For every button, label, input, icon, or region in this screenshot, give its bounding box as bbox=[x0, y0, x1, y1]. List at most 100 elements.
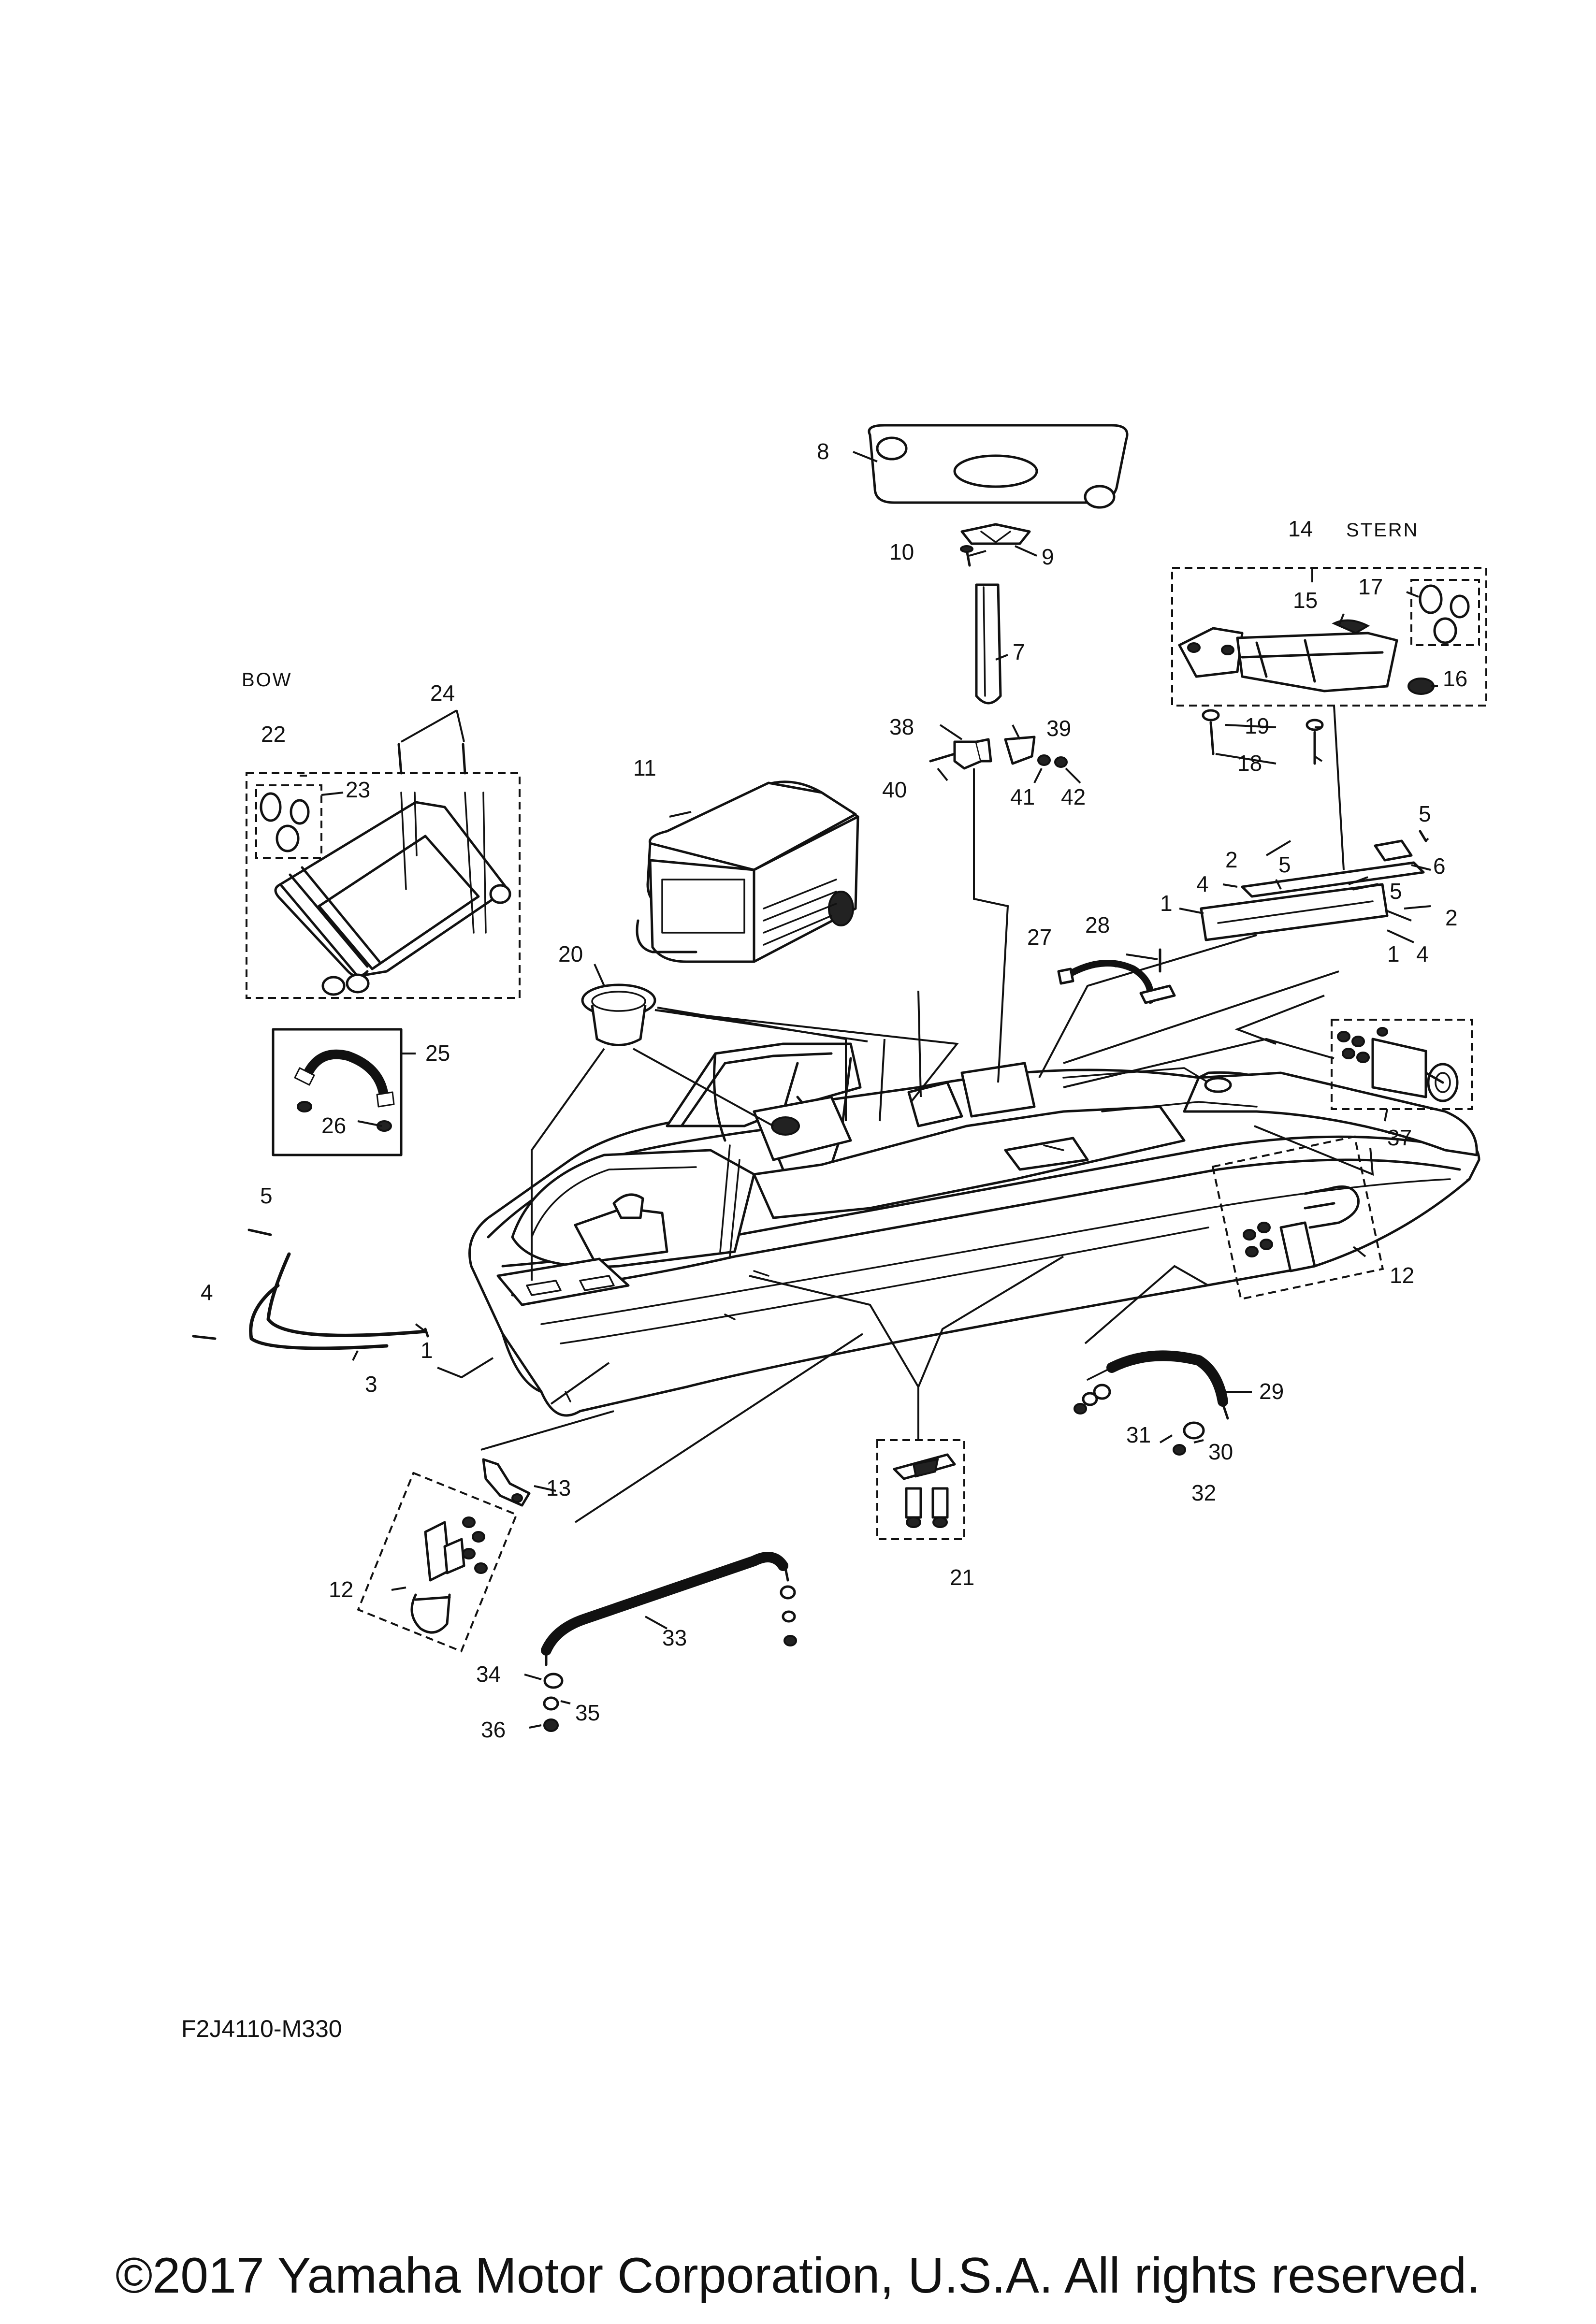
callout-31: 31 bbox=[1126, 1422, 1151, 1447]
part-42-nut bbox=[1054, 756, 1068, 768]
part-12-box-right bbox=[1211, 1135, 1384, 1300]
part-12-eye-left bbox=[410, 1516, 488, 1634]
part-7-table-post bbox=[975, 583, 1002, 705]
bow-label: BOW bbox=[242, 669, 292, 691]
callout-24: 24 bbox=[430, 680, 455, 706]
callout-42: 42 bbox=[1061, 784, 1086, 809]
part-17-cushion-kit bbox=[1410, 579, 1480, 646]
part-13-bracket bbox=[482, 1458, 531, 1507]
callout-15: 15 bbox=[1293, 588, 1318, 613]
callout-27: 27 bbox=[1027, 924, 1052, 950]
callout-38: 38 bbox=[889, 714, 914, 739]
callout-4-right: 4 bbox=[1416, 941, 1429, 967]
callout-5-mid: 5 bbox=[1278, 852, 1291, 877]
callout-23: 23 bbox=[346, 777, 370, 802]
part-9-table-base bbox=[960, 523, 1031, 545]
callout-30: 30 bbox=[1208, 1439, 1233, 1464]
callout-41: 41 bbox=[1010, 784, 1035, 809]
callout-37: 37 bbox=[1387, 1125, 1412, 1150]
part-16-cap bbox=[1407, 678, 1435, 695]
callout-1-hull: 1 bbox=[421, 1338, 433, 1363]
callout-7: 7 bbox=[1013, 639, 1025, 664]
callout-1-right: 1 bbox=[1387, 941, 1400, 967]
callout-28: 28 bbox=[1085, 912, 1110, 938]
part-12-box-left bbox=[357, 1472, 518, 1653]
callout-1-left: 1 bbox=[1160, 891, 1173, 916]
callout-9: 9 bbox=[1042, 544, 1054, 569]
part-27-hose bbox=[1057, 960, 1176, 1004]
callout-20: 20 bbox=[558, 941, 583, 967]
callout-10: 10 bbox=[889, 539, 914, 564]
callout-26: 26 bbox=[321, 1113, 346, 1138]
part-10-screw bbox=[960, 545, 973, 567]
stern-label: STERN bbox=[1346, 520, 1419, 541]
callout-36: 36 bbox=[481, 1717, 506, 1742]
callout-8: 8 bbox=[817, 439, 829, 464]
part-39-bracket bbox=[1004, 736, 1036, 765]
part-32-nut bbox=[1074, 1403, 1186, 1456]
part-29-grab-handle bbox=[1087, 1350, 1229, 1420]
callout-13: 13 bbox=[546, 1475, 571, 1501]
part-23-cushion-kit bbox=[255, 784, 322, 859]
part-37-box bbox=[1331, 1019, 1473, 1110]
part-22-seat-frame bbox=[274, 801, 511, 996]
callout-4-top: 4 bbox=[1196, 871, 1209, 896]
callout-5-left: 5 bbox=[260, 1183, 273, 1208]
callout-22: 22 bbox=[261, 722, 286, 747]
callout-5-top: 5 bbox=[1419, 801, 1431, 826]
callout-29: 29 bbox=[1259, 1379, 1284, 1404]
part-31-spacer bbox=[1082, 1384, 1111, 1406]
part-14-box bbox=[1171, 567, 1487, 707]
part-35-spacer bbox=[543, 1610, 796, 1711]
callout-12-right: 12 bbox=[1390, 1263, 1414, 1288]
part-20-cup-holder bbox=[581, 983, 656, 1046]
callout-17: 17 bbox=[1358, 574, 1383, 599]
part-15-latch bbox=[1332, 619, 1370, 635]
part-25-hose bbox=[294, 1049, 395, 1108]
part-40-screw bbox=[929, 752, 956, 763]
part-18-bolt bbox=[1209, 721, 1316, 765]
copyright-notice: ©2017 Yamaha Motor Corporation, U.S.A. A… bbox=[115, 2248, 1481, 2304]
part-5-screw-left bbox=[247, 1228, 272, 1236]
callout-numbers: 8 10 9 7 14 15 17 16 19 18 38 39 40 41 4… bbox=[201, 439, 1467, 1742]
part-21-cleat bbox=[893, 1453, 956, 1528]
callout-2-left: 2 bbox=[1225, 847, 1238, 872]
part-41-washer bbox=[1037, 754, 1051, 766]
part-36-nut bbox=[543, 1635, 797, 1732]
callout-6: 6 bbox=[1433, 853, 1446, 879]
callout-16: 16 bbox=[1443, 666, 1467, 691]
callout-2-right: 2 bbox=[1445, 905, 1458, 930]
diagram-code: F2J4110-M330 bbox=[181, 2015, 342, 2042]
callout-12-left: 12 bbox=[329, 1577, 353, 1602]
part-34-washer bbox=[543, 1585, 796, 1689]
part-3-rub-rail bbox=[249, 1252, 429, 1350]
callout-35: 35 bbox=[575, 1700, 600, 1725]
part-2-rail-upper bbox=[1241, 861, 1425, 898]
part-4-screw-left bbox=[192, 1335, 217, 1340]
callout-40: 40 bbox=[882, 777, 907, 802]
part-1-rail-lower bbox=[1200, 883, 1389, 941]
callout-25: 25 bbox=[425, 1040, 450, 1066]
callout-34: 34 bbox=[476, 1661, 501, 1687]
part-5-screws bbox=[1352, 830, 1427, 891]
part-26-clamps bbox=[297, 1101, 392, 1132]
callout-19: 19 bbox=[1245, 713, 1269, 738]
callout-5-right: 5 bbox=[1390, 879, 1402, 904]
part-37-fitting bbox=[1337, 1027, 1459, 1102]
part-1-hull bbox=[468, 1042, 1480, 1417]
callout-18: 18 bbox=[1237, 751, 1262, 776]
callout-21: 21 bbox=[950, 1565, 974, 1590]
part-6-clip bbox=[1374, 839, 1413, 862]
part-11-cooler bbox=[636, 780, 859, 963]
part-21-box bbox=[876, 1439, 965, 1540]
callout-33: 33 bbox=[662, 1625, 687, 1650]
part-14-seat-frame bbox=[1178, 627, 1398, 693]
leader-lines bbox=[300, 451, 1438, 1729]
callout-3: 3 bbox=[365, 1371, 377, 1397]
callout-14: 14 bbox=[1288, 516, 1313, 541]
part-33-grab-rail bbox=[541, 1552, 789, 1666]
callout-11: 11 bbox=[633, 755, 656, 780]
part-25-box bbox=[272, 1028, 403, 1156]
part-8-table-top bbox=[868, 424, 1129, 509]
